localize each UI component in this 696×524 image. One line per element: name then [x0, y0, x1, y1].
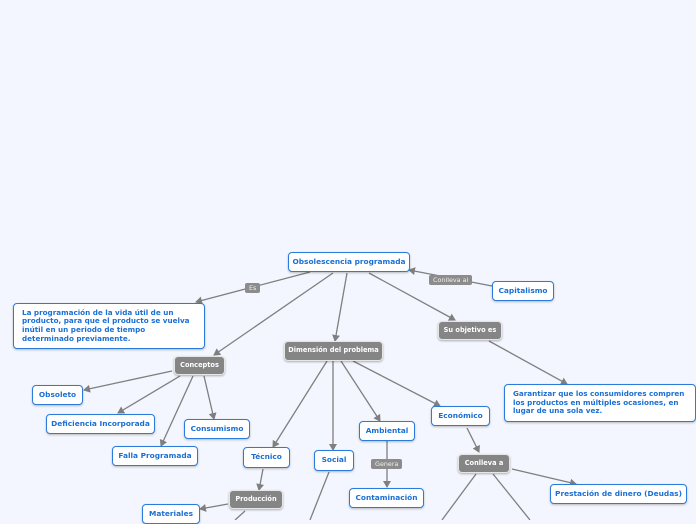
node-deficiencia-incorporada[interactable]: Deficiencia Incorporada	[46, 414, 155, 434]
edge-label-es: Es	[245, 283, 261, 294]
node-obsoleto[interactable]: Obsoleto	[32, 385, 83, 405]
node-garantizar[interactable]: Garantizar que los consumidores compren …	[504, 384, 696, 422]
node-materiales[interactable]: Materiales	[142, 504, 200, 524]
node-produccion[interactable]: Producción	[229, 490, 283, 509]
node-social[interactable]: Social	[314, 450, 354, 471]
edge-label-conlleva-al: Conlleva al	[429, 275, 473, 286]
node-capitalismo[interactable]: Capitalismo	[492, 281, 554, 301]
node-economico[interactable]: Económico	[431, 406, 490, 426]
edge-label-genera: Genera	[371, 459, 403, 470]
node-falla-programada[interactable]: Falla Programada	[112, 446, 198, 466]
node-su-objetivo-es[interactable]: Su objetivo es	[438, 321, 502, 340]
node-dimension-del-problema[interactable]: Dimensión del problema	[284, 341, 383, 361]
node-tecnico[interactable]: Técnico	[243, 447, 290, 468]
node-conlleva-a[interactable]: Conlleva a	[458, 454, 510, 473]
node-conceptos[interactable]: Conceptos	[174, 356, 225, 375]
node-definicion[interactable]: La programación de la vida útil de un pr…	[13, 303, 205, 349]
node-consumismo[interactable]: Consumismo	[184, 419, 250, 439]
node-contaminacion[interactable]: Contaminación	[349, 488, 424, 508]
node-ambiental[interactable]: Ambiental	[359, 421, 415, 441]
node-prestacion-de-dinero[interactable]: Prestación de dinero (Deudas)	[550, 484, 687, 504]
node-obsolescencia-programada[interactable]: Obsolescencia programada	[288, 252, 410, 272]
